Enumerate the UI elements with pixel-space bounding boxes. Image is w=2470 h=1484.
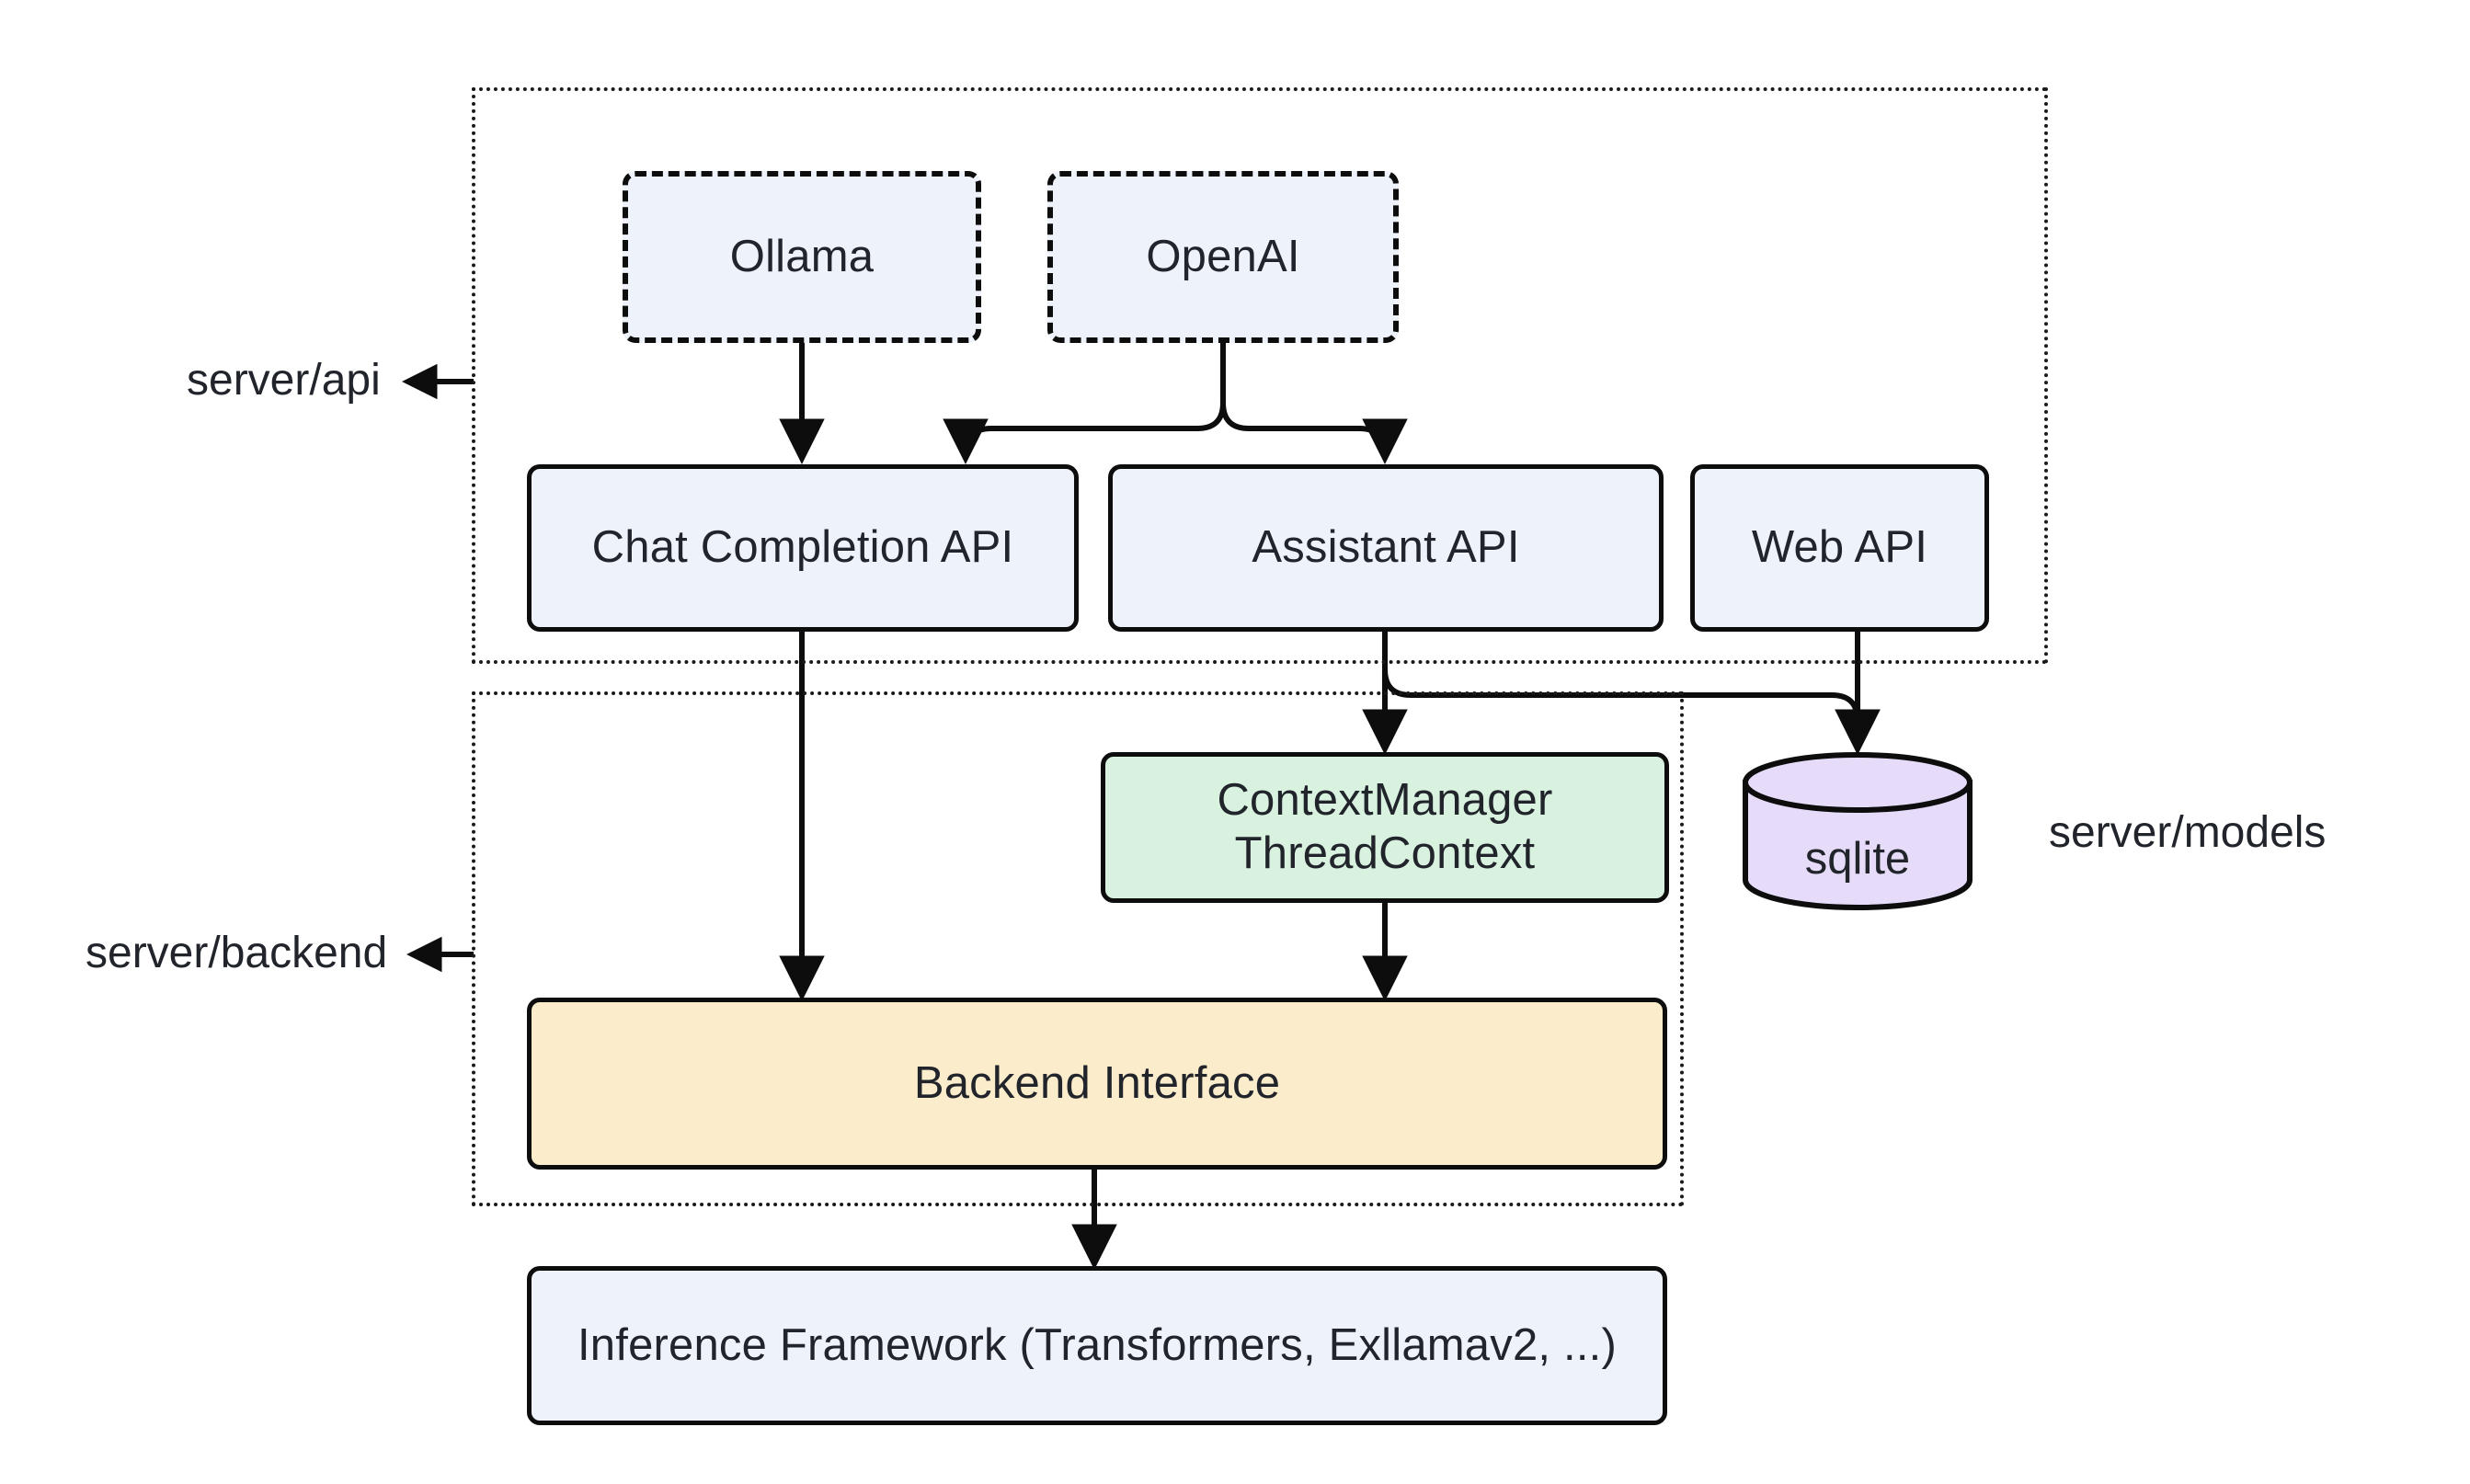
node-chat-completion-api-label: Chat Completion API: [591, 522, 1014, 573]
cluster-label-server-models: server/models: [2049, 808, 2327, 857]
node-backend-interface-label: Backend Interface: [913, 1057, 1281, 1108]
node-ollama-label: Ollama: [729, 231, 875, 281]
node-ollama[interactable]: Ollama: [623, 171, 981, 343]
node-assistant-api[interactable]: Assistant API: [1108, 464, 1664, 632]
cluster-server-api: [472, 87, 2048, 664]
cluster-label-server-backend: server/backend: [86, 929, 388, 977]
node-chat-completion-api[interactable]: Chat Completion API: [527, 464, 1079, 632]
node-context-manager-label: ContextManager ThreadContext: [1217, 775, 1553, 878]
node-openai-label: OpenAI: [1146, 231, 1300, 281]
node-sqlite[interactable]: sqlite: [1741, 752, 1974, 910]
node-inference-framework-label: Inference Framework (Transformers, Exlla…: [577, 1319, 1617, 1370]
node-inference-framework[interactable]: Inference Framework (Transformers, Exlla…: [527, 1266, 1667, 1425]
node-assistant-api-label: Assistant API: [1252, 522, 1520, 573]
node-web-api-label: Web API: [1751, 522, 1928, 573]
node-sqlite-label: sqlite: [1804, 834, 1911, 884]
node-web-api[interactable]: Web API: [1690, 464, 1989, 632]
node-context-manager[interactable]: ContextManager ThreadContext: [1101, 752, 1669, 903]
sqlite-cylinder-shape: [1743, 752, 1973, 910]
cluster-server-backend: [472, 691, 1684, 1206]
node-backend-interface[interactable]: Backend Interface: [527, 998, 1667, 1170]
node-openai[interactable]: OpenAI: [1047, 171, 1399, 343]
cluster-label-server-api: server/api: [187, 356, 381, 405]
